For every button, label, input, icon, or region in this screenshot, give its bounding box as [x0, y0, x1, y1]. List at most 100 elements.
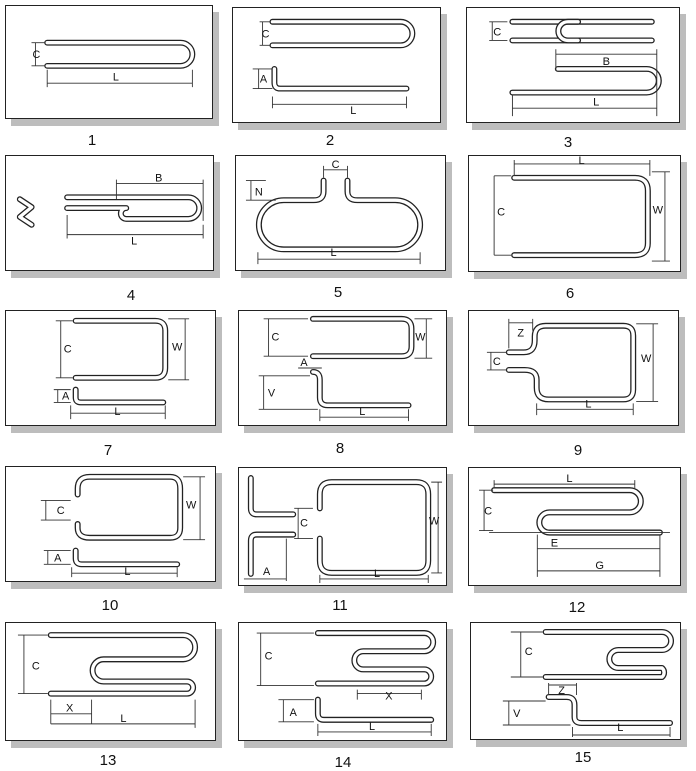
- shape-panel-5: C N L: [235, 155, 446, 271]
- dim-w: W: [172, 341, 183, 353]
- heating-tube: [316, 697, 433, 722]
- shape-panel-15: C Z V L: [470, 622, 681, 740]
- heating-tube: [507, 324, 635, 402]
- dim-l: L: [566, 473, 572, 485]
- shape-panel-13: C X L: [5, 622, 216, 741]
- dim-x: X: [385, 691, 393, 703]
- dim-a: A: [300, 357, 308, 369]
- heating-tube: [556, 20, 580, 43]
- dim-e: E: [551, 538, 558, 550]
- dim-c: C: [33, 49, 41, 61]
- dim-v: V: [513, 708, 521, 720]
- heating-tube: [492, 488, 662, 535]
- dim-x: X: [66, 703, 74, 715]
- dimension-line: [252, 21, 407, 109]
- shape-panel-9: Z C W L: [468, 310, 679, 426]
- shape-number: 12: [568, 599, 586, 616]
- dim-l: L: [330, 247, 336, 259]
- dim-z: Z: [517, 328, 524, 340]
- dim-l: L: [350, 105, 356, 117]
- heating-tube: [511, 174, 651, 259]
- heating-tube: [542, 629, 675, 680]
- dim-w: W: [186, 499, 197, 511]
- dim-c: C: [32, 660, 40, 672]
- dim-l: L: [114, 406, 120, 418]
- heating-tube: [546, 695, 672, 725]
- shape-panel-7: C W A L: [5, 310, 216, 426]
- heating-tube: [543, 630, 673, 679]
- dim-l: L: [585, 398, 591, 410]
- heating-tube: [257, 178, 422, 252]
- dim-l: L: [359, 406, 365, 418]
- dim-a: A: [263, 566, 271, 578]
- z-shape-icon: [18, 197, 34, 227]
- shape-panel-1: C L: [5, 5, 213, 119]
- shape-number: 5: [333, 284, 343, 301]
- shape-panel-14: C X A L: [238, 622, 447, 741]
- dimension-line: [53, 318, 190, 420]
- shape-panel-6: L C W: [468, 155, 681, 272]
- heating-tube: [509, 65, 662, 96]
- shape-number: 9: [573, 442, 583, 459]
- heating-tube: [311, 370, 411, 408]
- dim-c: C: [272, 331, 280, 343]
- heating-tube: [49, 633, 197, 696]
- dimension-line: [66, 179, 204, 239]
- heating-tube: [309, 368, 412, 409]
- dimension-line: [502, 631, 671, 737]
- heating-tube: [65, 195, 201, 221]
- dimension-line: [31, 42, 193, 88]
- shape-number: 4: [126, 287, 136, 304]
- heating-tube: [510, 67, 661, 95]
- heating-tube: [311, 317, 414, 358]
- dim-l: L: [578, 156, 584, 167]
- heating-tube: [270, 20, 414, 48]
- shape-panel-3: C B L: [466, 7, 680, 123]
- shape-number: 3: [563, 134, 573, 151]
- shape-number: 6: [565, 285, 575, 302]
- shape-panel-4: B L: [5, 155, 214, 271]
- dim-c: C: [493, 27, 501, 39]
- dim-a: A: [54, 552, 62, 564]
- dim-c: C: [265, 650, 273, 662]
- shape-number: 14: [334, 754, 352, 771]
- dimension-line: [258, 318, 433, 422]
- dim-b: B: [155, 173, 162, 185]
- heating-tube: [316, 631, 435, 686]
- dim-c: C: [332, 159, 340, 171]
- shape-panel-11: C W A L: [238, 467, 447, 586]
- dim-c: C: [300, 517, 308, 529]
- dim-c: C: [57, 505, 65, 517]
- heating-tube: [72, 317, 169, 381]
- heating-tube: [45, 41, 194, 68]
- heating-tube: [269, 18, 416, 49]
- dim-n: N: [255, 186, 263, 198]
- dimension-line: [245, 165, 421, 265]
- heating-tube: [75, 475, 182, 540]
- shape-number: 10: [101, 597, 119, 614]
- dim-g: G: [595, 560, 604, 572]
- dim-c: C: [493, 356, 501, 368]
- dimension-line: [40, 476, 206, 578]
- heating-tube: [318, 480, 430, 575]
- heating-tube: [249, 532, 295, 576]
- heating-tube: [73, 548, 179, 566]
- dimension-line: [493, 159, 670, 262]
- dim-c: C: [64, 343, 72, 355]
- dim-w: W: [653, 205, 664, 217]
- dim-a: A: [260, 74, 268, 86]
- heating-tube: [309, 315, 415, 360]
- heating-tube: [271, 65, 410, 92]
- shape-number: 1: [87, 132, 97, 149]
- dimension-line: [17, 634, 196, 728]
- shape-number: 2: [325, 132, 335, 149]
- shape-panel-10: C W A L: [5, 466, 216, 582]
- heating-tube: [73, 387, 165, 405]
- dimension-line: [479, 480, 670, 577]
- heating-tube: [44, 39, 196, 69]
- dim-z: Z: [558, 685, 565, 697]
- dim-c: C: [525, 646, 533, 658]
- heating-tube: [247, 475, 297, 518]
- shape-number: 13: [99, 752, 117, 769]
- dim-l: L: [617, 722, 623, 734]
